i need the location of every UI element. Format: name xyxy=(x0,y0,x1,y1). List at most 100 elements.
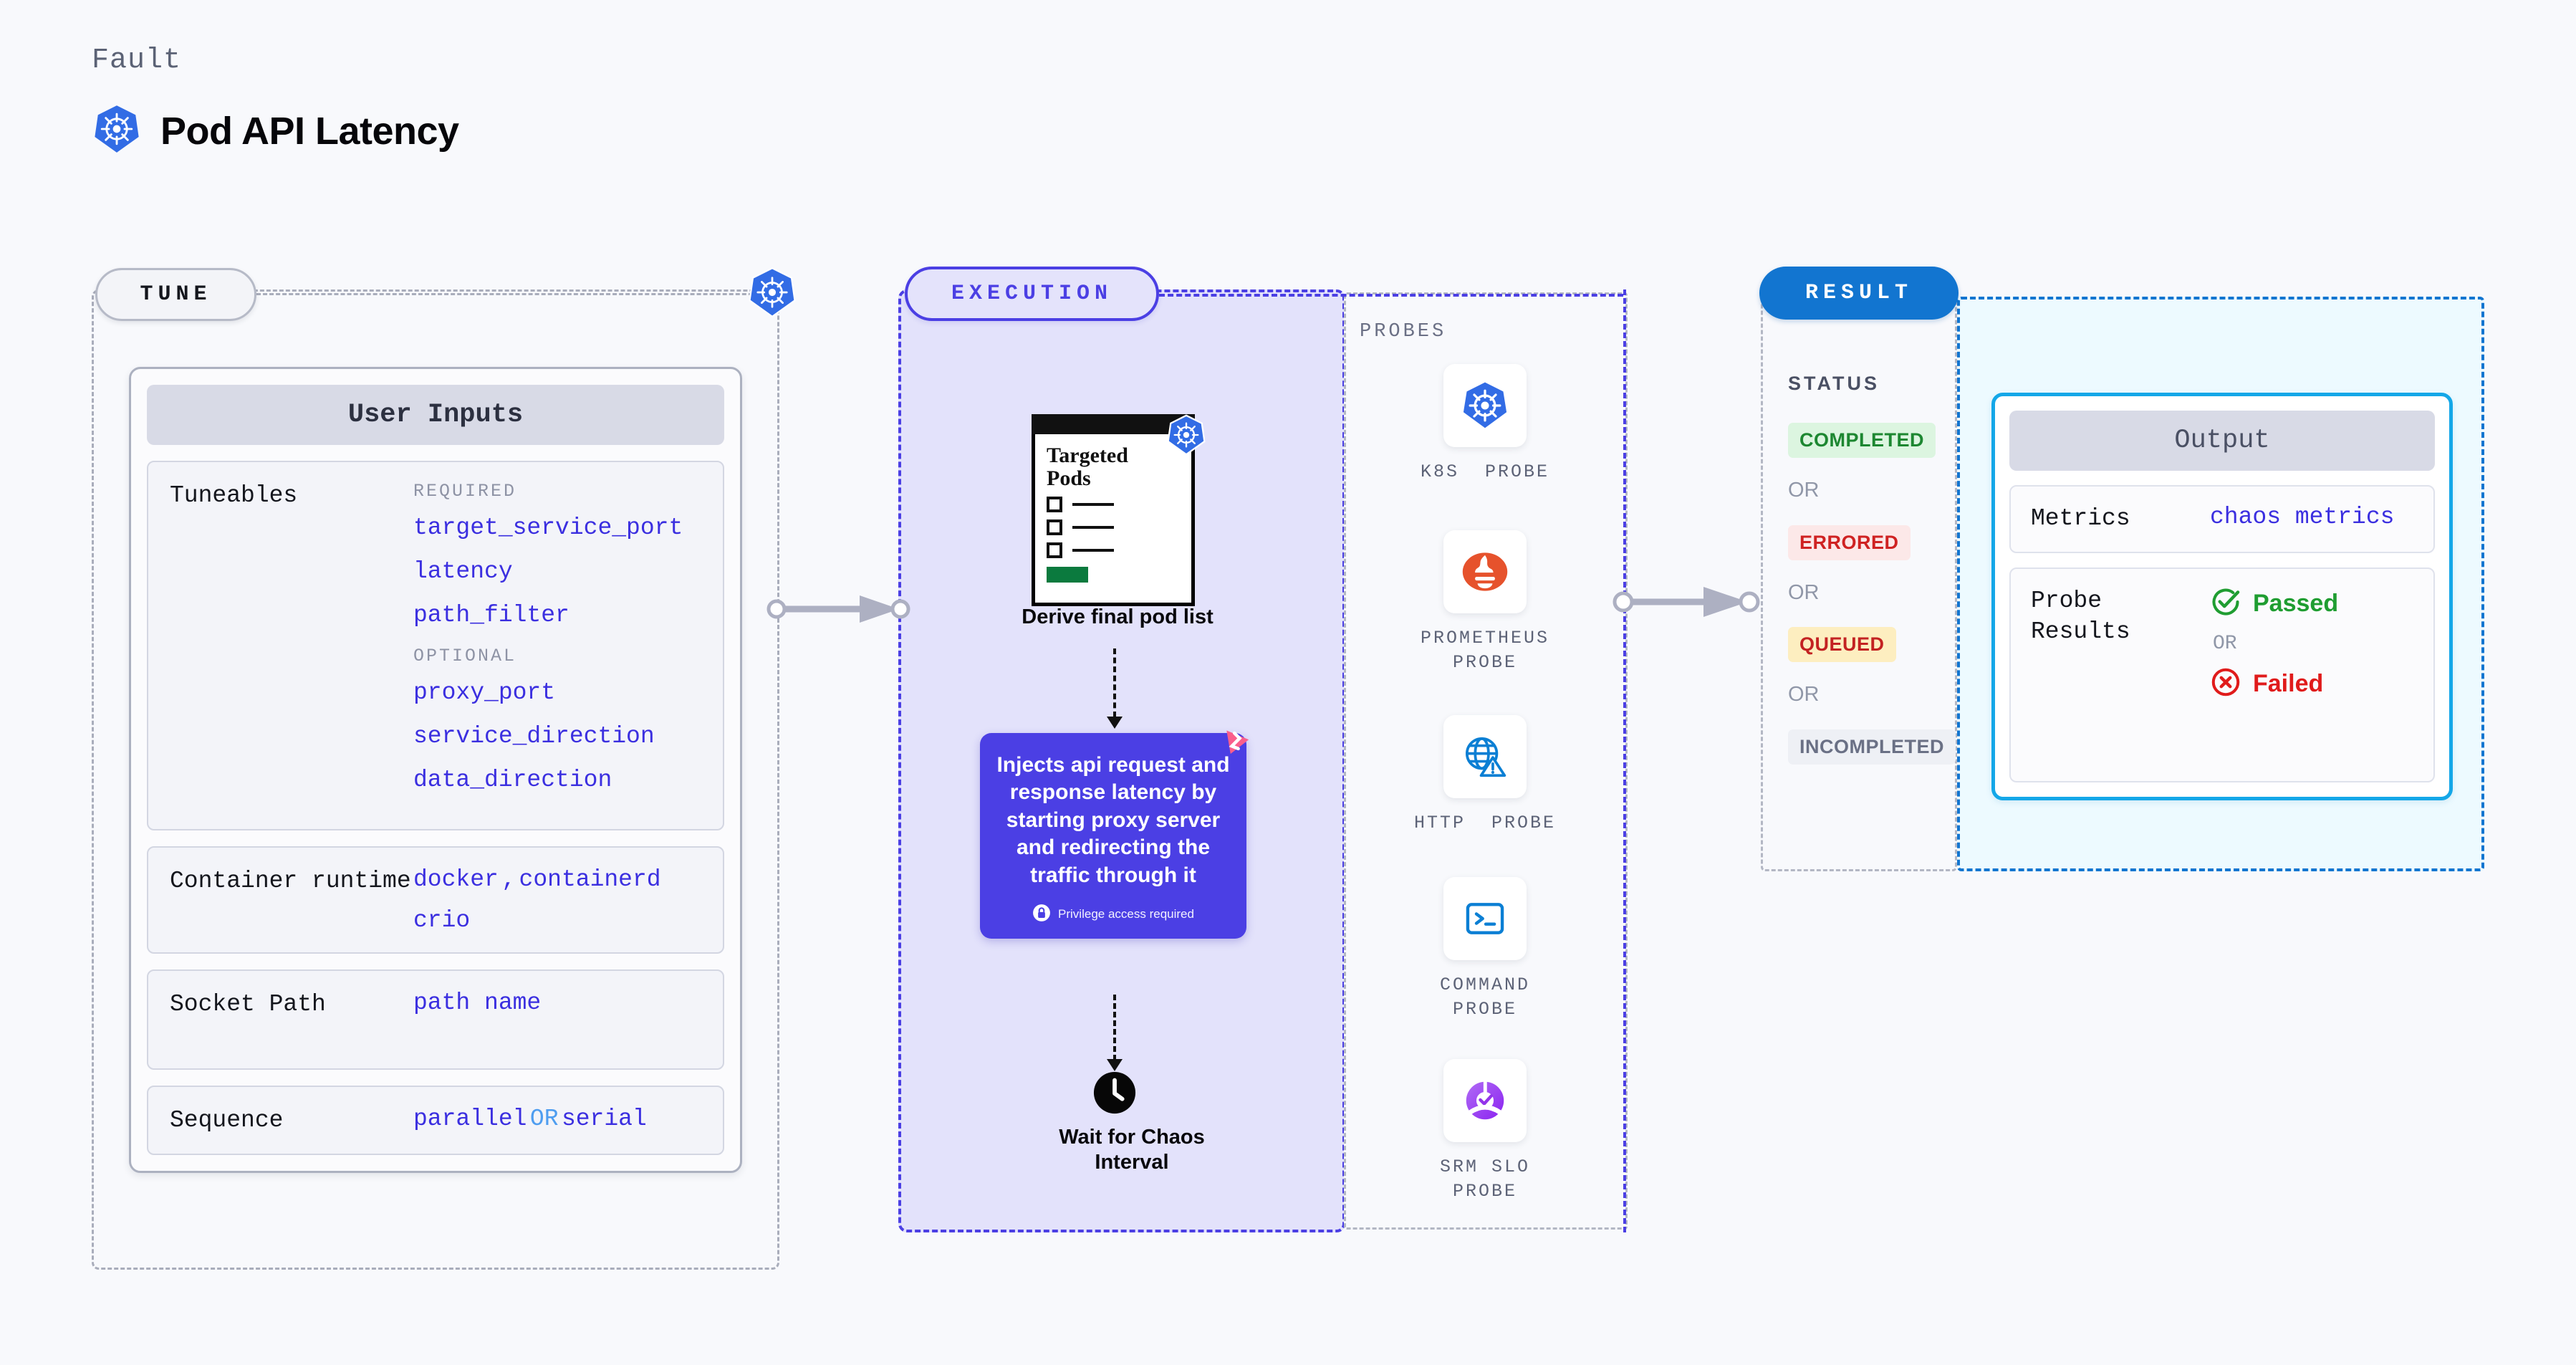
tunable-service-direction[interactable]: service_direction xyxy=(413,723,655,749)
probe-name-line2: PROBE xyxy=(1452,651,1517,673)
pod-list-item xyxy=(1047,497,1180,512)
execution-connector-line xyxy=(1159,294,1623,297)
tuneables-section: Tuneables REQUIRED target_service_port l… xyxy=(147,461,724,830)
pods-status-bar xyxy=(1047,567,1088,583)
probe-name-line2: PROBE xyxy=(1485,461,1550,482)
probe-result-or: OR xyxy=(2213,632,2237,655)
user-inputs-title: User Inputs xyxy=(147,385,724,445)
injection-text: Injects api request and response latency… xyxy=(996,753,1230,887)
checkbox-icon xyxy=(1047,497,1062,512)
execution-right-border xyxy=(1623,289,1626,1232)
pod-list-item xyxy=(1047,519,1180,535)
socket-path-label: Socket Path xyxy=(170,991,326,1017)
check-circle-icon xyxy=(2210,586,2241,621)
status-badge-errored: ERRORED xyxy=(1788,525,1911,560)
checkbox-icon xyxy=(1047,519,1062,535)
runtime-crio[interactable]: crio xyxy=(413,907,471,934)
tunable-data-direction[interactable]: data_direction xyxy=(413,767,612,793)
metrics-value[interactable]: chaos metrics xyxy=(2210,504,2395,530)
pod-name-placeholder xyxy=(1072,526,1114,529)
prometheus-probe-icon xyxy=(1443,530,1527,613)
execution-stage-badge: EXECUTION xyxy=(905,267,1159,321)
tune-stage-boundary xyxy=(92,289,779,1270)
output-title: Output xyxy=(2009,411,2435,471)
pod-list-item xyxy=(1047,542,1180,558)
sequence-serial[interactable]: serial xyxy=(561,1106,647,1132)
tunable-proxy-port[interactable]: proxy_port xyxy=(413,679,556,706)
wait-interval-label: Wait for Chaos Interval xyxy=(989,1125,1275,1175)
status-or-1: OR xyxy=(1788,479,1820,502)
probe-name-line1: HTTP xyxy=(1413,813,1466,833)
metrics-row: Metrics chaos metrics xyxy=(2009,485,2435,553)
result-stage-badge: RESULT xyxy=(1759,267,1959,320)
result-status-boundary xyxy=(1761,289,1957,871)
command-probe-icon xyxy=(1443,877,1527,960)
metrics-label: Metrics xyxy=(2031,505,2130,532)
x-circle-icon xyxy=(2210,666,2241,701)
derive-pod-list-label: Derive final pod list xyxy=(1022,605,1213,628)
http-probe-icon xyxy=(1443,715,1527,798)
kubernetes-icon xyxy=(1166,414,1207,456)
optional-group-title: OPTIONAL xyxy=(413,646,517,666)
probe-result-passed: Passed xyxy=(2210,586,2413,621)
pods-card-titlebar xyxy=(1032,414,1195,434)
tunable-target-service-port[interactable]: target_service_port xyxy=(413,514,683,541)
output-card: Output Metrics chaos metrics Probe Resul… xyxy=(1991,393,2453,800)
eyebrow-label: Fault xyxy=(92,44,182,77)
litmuschaos-icon xyxy=(1215,720,1256,762)
checkbox-icon xyxy=(1047,542,1062,558)
probe-name-line1: K8S xyxy=(1420,461,1459,482)
tunable-latency[interactable]: latency xyxy=(413,558,513,585)
sequence-parallel[interactable]: parallel xyxy=(413,1106,527,1132)
probe-name-line2: PROBE xyxy=(1452,1180,1517,1202)
wait-label-line1: Wait for Chaos xyxy=(1059,1126,1205,1149)
probe-result-failed: Failed xyxy=(2210,666,2413,701)
sequence-label: Sequence xyxy=(170,1107,284,1134)
status-badge-completed: COMPLETED xyxy=(1788,423,1936,458)
passed-label: Passed xyxy=(2253,589,2339,617)
socket-path-value[interactable]: path name xyxy=(413,990,542,1016)
tunable-path-filter[interactable]: path_filter xyxy=(413,602,569,628)
container-runtime-section: Container runtime docker , containerd cr… xyxy=(147,846,724,954)
tune-connector-line xyxy=(256,293,772,295)
execution-to-result-connector xyxy=(1613,587,1760,617)
runtime-containerd[interactable]: containerd xyxy=(519,866,661,893)
flow-arrow-line xyxy=(1113,648,1116,717)
page-header: Fault Pod API Latency xyxy=(92,44,459,158)
pods-heading-line2: Pods xyxy=(1047,466,1091,490)
tune-to-execution-connector xyxy=(766,595,910,623)
tuneables-label: Tuneables xyxy=(170,482,298,509)
probe-http[interactable]: HTTP PROBE xyxy=(1367,715,1603,835)
probe-name-line2: PROBE xyxy=(1452,998,1517,1020)
required-group-title: REQUIRED xyxy=(413,481,517,502)
socket-path-section: Socket Path path name xyxy=(147,969,724,1070)
tune-stage-badge: TUNE xyxy=(95,268,256,321)
kubernetes-icon xyxy=(92,104,142,158)
wait-label-line2: Interval xyxy=(1095,1150,1169,1174)
pod-name-placeholder xyxy=(1072,549,1114,552)
page-title: Pod API Latency xyxy=(160,109,459,153)
srm-slo-probe-icon xyxy=(1443,1059,1527,1142)
injection-description-card: Injects api request and response latency… xyxy=(980,730,1249,939)
privilege-note: Privilege access required xyxy=(1058,907,1194,921)
flow-arrow-head xyxy=(1107,1059,1123,1071)
status-or-3: OR xyxy=(1788,683,1820,706)
sequence-section: Sequence parallel OR serial xyxy=(147,1086,724,1156)
probe-k8s[interactable]: K8S PROBE xyxy=(1367,364,1603,484)
probe-results-row: Probe Results Passed OR xyxy=(2009,567,2435,782)
failed-label: Failed xyxy=(2253,669,2324,697)
runtime-docker[interactable]: docker xyxy=(413,866,499,893)
flow-arrow-head xyxy=(1107,717,1123,729)
probes-title: PROBES xyxy=(1360,321,1447,343)
pods-heading-line1: Targeted xyxy=(1047,444,1128,467)
sequence-or: OR xyxy=(529,1106,559,1132)
kubernetes-probe-icon xyxy=(1443,364,1527,447)
runtime-separator: , xyxy=(501,866,516,893)
status-badge-queued: QUEUED xyxy=(1788,627,1896,662)
clock-icon xyxy=(1092,1071,1137,1115)
user-inputs-card: User Inputs Tuneables REQUIRED target_se… xyxy=(129,367,742,1174)
